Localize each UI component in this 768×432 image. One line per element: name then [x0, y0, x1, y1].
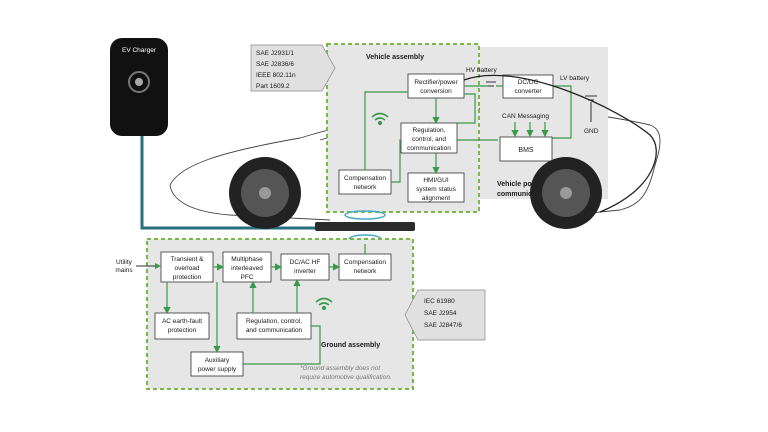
hmi-l3: alignment: [422, 195, 450, 202]
earth-fault-block: AC earth-fault protection: [154, 312, 210, 340]
vehicle-wifi-icon: [371, 112, 389, 126]
hmi-block: HMI/GUI system status alignment: [407, 172, 465, 203]
ground-note-l2: require automotive qualification.: [300, 374, 392, 381]
pfc-l1: Multiphase: [231, 256, 263, 263]
vehicle-assembly-title: Vehicle assembly: [366, 54, 424, 61]
transient-l3: protection: [173, 274, 202, 281]
ground-assembly-title: Ground assembly: [321, 342, 380, 349]
std-g-2: SAE J2954: [424, 310, 457, 317]
transient-l1: Transient &: [171, 256, 205, 263]
pfc-l2: interleaved: [231, 265, 263, 272]
dcdc-l2: converter: [514, 88, 542, 95]
v-reg-l1: Regulation,: [413, 127, 446, 134]
bms-label: BMS: [518, 147, 534, 154]
ground-compensation-block: Compensation network: [338, 253, 392, 281]
vehicle-cable: [463, 74, 657, 213]
v-comp-l1: Compensation: [344, 175, 386, 182]
ground-note-l1: *Ground assembly does not: [300, 365, 381, 372]
ground-standards-callout: IEC 61980 SAE J2954 SAE J2847/6: [404, 289, 486, 341]
hv-battery-icon: [486, 81, 496, 87]
charger-ring-icon: [128, 71, 150, 93]
aux-l1: Auxiliary: [205, 357, 230, 364]
g-reg-l2: and communication: [246, 327, 303, 334]
v-comp-l2: network: [354, 184, 378, 191]
aux-block: Auxiliary power supply: [190, 351, 244, 377]
ground-wifi-icon: [315, 297, 333, 311]
pfc-l3: PFC: [241, 274, 254, 281]
bms-block: BMS: [499, 136, 553, 162]
rectifier-block: Rectifier/power conversion: [407, 73, 465, 99]
ground-pad: [315, 222, 415, 231]
std-v-4: Part 1609.2: [256, 83, 290, 90]
g-reg-l1: Regulation, control,: [246, 318, 302, 325]
std-g-1: IEC 61980: [424, 298, 455, 305]
charger-label: EV Charger: [122, 47, 157, 54]
rear-wheel: [530, 157, 602, 229]
earth-l1: AC earth-fault: [162, 318, 202, 325]
hv-battery-label: HV battery: [466, 67, 497, 74]
std-g-3: SAE J2847/6: [424, 322, 462, 329]
gnd-label: GND: [584, 128, 599, 135]
front-wheel: [229, 157, 301, 229]
inverter-l2: inverter: [294, 268, 317, 275]
ground-regulation-block: Regulation, control, and communication: [236, 312, 312, 340]
vehicle-regulation-block: Regulation, control, and communication: [400, 122, 458, 154]
v-reg-l2: control, and: [412, 136, 446, 143]
aux-l2: power supply: [198, 366, 237, 373]
v-reg-l3: communication: [407, 145, 451, 152]
can-label: CAN Messaging: [502, 113, 549, 120]
std-v-2: SAE J2836/6: [256, 61, 294, 68]
transient-l2: overload: [175, 265, 200, 272]
earth-l2: protection: [168, 327, 197, 334]
lv-battery-label: LV battery: [560, 75, 590, 82]
inverter-l1: DC/AC HF: [290, 259, 321, 266]
rectifier-l2: conversion: [420, 88, 452, 95]
vehicle-interface-title-l1: Vehicle power and: [497, 181, 558, 188]
vehicle-standards-callout: SAE J2931/1 SAE J2836/6 IEEE 802.11n Par…: [250, 44, 336, 92]
std-v-3: IEEE 802.11n: [256, 72, 296, 79]
g-comp-l2: network: [354, 268, 378, 275]
pfc-block: Multiphase interleaved PFC: [222, 251, 272, 283]
vehicle-coil-icon: [344, 210, 386, 220]
hmi-l2: system status: [416, 186, 456, 193]
std-v-1: SAE J2931/1: [256, 50, 294, 57]
ev-charger: EV Charger: [110, 38, 168, 136]
inverter-block: DC/AC HF inverter: [280, 253, 330, 281]
dcdc-l1: DC/DC: [518, 79, 539, 86]
utility-l2: mains: [115, 267, 133, 274]
rectifier-l1: Rectifier/power: [414, 79, 458, 86]
hmi-l1: HMI/GUI: [423, 177, 448, 184]
vehicle-compensation-block: Compensation network: [338, 169, 392, 195]
dcdc-block: DC/DC converter: [502, 74, 554, 99]
transient-block: Transient & overload protection: [160, 251, 214, 283]
g-comp-l1: Compensation: [344, 259, 386, 266]
utility-l1: Utility: [116, 259, 133, 266]
